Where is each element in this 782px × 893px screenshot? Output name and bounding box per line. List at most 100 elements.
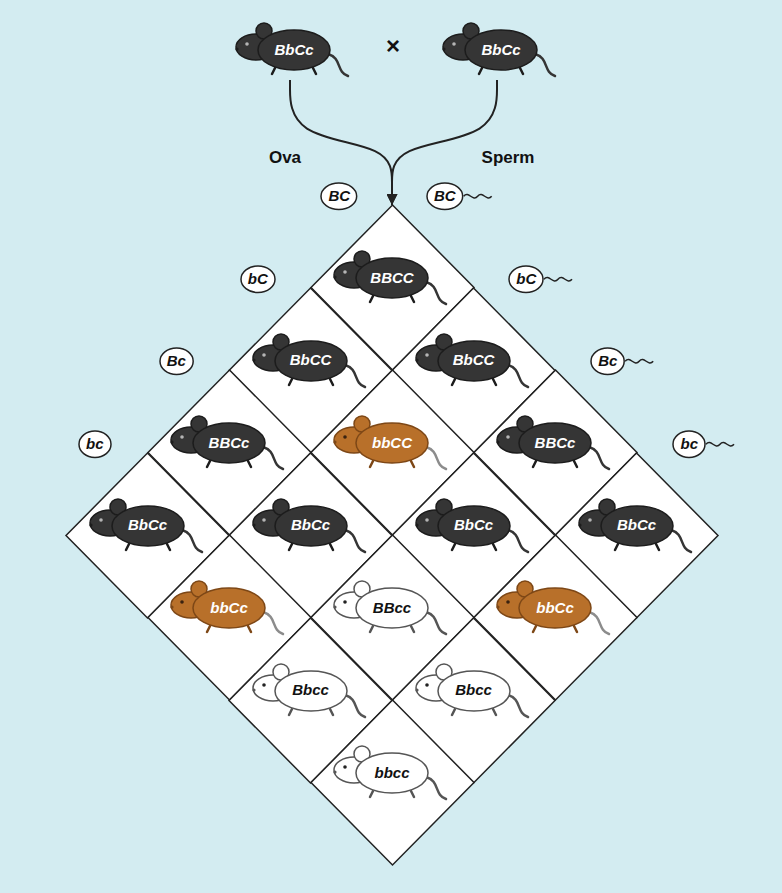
mouse-body [438, 506, 510, 546]
mouse-tail [426, 612, 446, 634]
sperm-tail [706, 442, 734, 445]
gamete-text: bc [86, 436, 104, 453]
mouse-body [356, 753, 428, 793]
mouse-nose [252, 358, 255, 361]
mouse-eye [180, 600, 184, 604]
mouse-eye [262, 353, 266, 357]
genotype-text: BbCc [481, 42, 520, 59]
genotype-text: BBCc [209, 435, 250, 452]
mouse-eye [99, 518, 103, 522]
mouse-body [356, 423, 428, 463]
mouse-eye [262, 683, 266, 687]
gamete-text: BC [328, 188, 350, 205]
sperm-gamete: bc [672, 430, 706, 459]
genotype-text: BbCC [453, 352, 495, 369]
egg-gamete: Bc [159, 347, 194, 376]
egg-gamete: BC [320, 182, 358, 211]
mouse-eye [343, 765, 347, 769]
mouse-body [601, 506, 673, 546]
mouse-body [275, 506, 347, 546]
mouse-body [356, 258, 428, 298]
mouse-eye [588, 518, 592, 522]
sperm-tail [625, 360, 653, 363]
parent-mouse: BbCc [230, 16, 350, 80]
gamete-outline [160, 348, 193, 375]
mouse-tail [671, 530, 691, 552]
genotype-text: bbCc [536, 600, 574, 617]
genotype-text: bbCc [210, 600, 248, 617]
mouse-nose [235, 47, 238, 50]
mouse-eye [262, 518, 266, 522]
mouse-tail [508, 695, 528, 717]
gamete-outline [241, 266, 275, 293]
genotype-text: BbCc [128, 517, 167, 534]
mouse-tail [328, 54, 348, 76]
egg-gamete: bC [240, 265, 276, 294]
mouse-nose [170, 440, 173, 443]
mouse-tail [182, 530, 202, 552]
mouse-nose [442, 47, 445, 50]
genotype-text: Bbcc [455, 682, 492, 699]
gamete-text: Bc [167, 353, 186, 370]
egg-gamete: bc [78, 430, 112, 459]
mouse-tail [508, 365, 528, 387]
mouse-nose [89, 523, 92, 526]
mouse-eye [343, 600, 347, 604]
genotype-text: BBcc [373, 600, 411, 617]
genotype-text: BbCC [290, 352, 332, 369]
mouse-tail [508, 530, 528, 552]
mouse-tail [426, 447, 446, 469]
mouse-tail [263, 447, 283, 469]
mouse-body [258, 30, 330, 70]
genotype-text: BBCc [535, 435, 576, 452]
genotype-text: BbCc [291, 517, 330, 534]
mouse-body [193, 423, 265, 463]
mouse-eye [343, 270, 347, 274]
gamete-outline [509, 266, 543, 293]
genotype-text: BbCc [454, 517, 493, 534]
mouse-body [438, 671, 510, 711]
mouse-body [465, 30, 537, 70]
mouse-body [275, 341, 347, 381]
mouse-nose [415, 358, 418, 361]
sperm-gamete: BC [426, 182, 464, 211]
gamete-text: Bc [598, 353, 617, 370]
mouse-nose [578, 523, 581, 526]
mouse-eye [343, 435, 347, 439]
mouse-tail [535, 54, 555, 76]
gamete-text: bC [516, 271, 536, 288]
sperm-label: Sperm [482, 148, 535, 167]
genotype-text: bbCC [372, 435, 412, 452]
mouse-tail [263, 612, 283, 634]
ova-label: Ova [269, 148, 301, 167]
mouse-eye [506, 435, 510, 439]
cell-outline [311, 700, 474, 865]
mouse-nose [496, 440, 499, 443]
gamete-text: bc [680, 436, 698, 453]
gamete-text: BC [434, 188, 456, 205]
mouse-nose [252, 523, 255, 526]
mouse-nose [333, 440, 336, 443]
mouse-tail [345, 695, 365, 717]
cross-sign: × [386, 32, 400, 59]
gamete-outline [321, 183, 357, 210]
mouse-eye [180, 435, 184, 439]
sperm-tail [464, 195, 492, 198]
mouse-body [519, 588, 591, 628]
genotype-text: bbcc [374, 765, 409, 782]
mouse-body [193, 588, 265, 628]
mouse-tail [426, 777, 446, 799]
mouse-eye [506, 600, 510, 604]
mouse-tail [426, 282, 446, 304]
gamete-outline [591, 348, 624, 375]
gamete-text: bC [248, 271, 268, 288]
label-holder: Ova [269, 148, 301, 168]
label-holder: Sperm [482, 148, 535, 168]
offspring-cell: bbcc [311, 700, 474, 865]
mouse-nose [252, 688, 255, 691]
gamete-outline [427, 183, 463, 210]
mouse-nose [415, 688, 418, 691]
mouse-tail [345, 530, 365, 552]
mouse-nose [496, 605, 499, 608]
